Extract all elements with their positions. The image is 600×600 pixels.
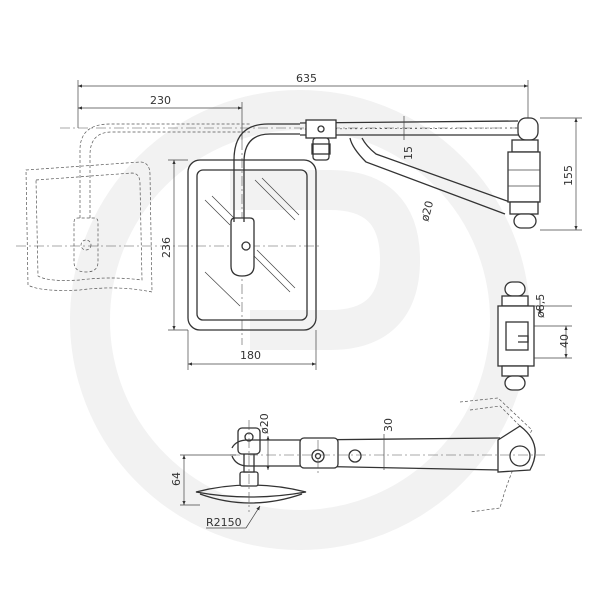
dimension-mirror-height-label: 236 (160, 237, 173, 258)
mirror-head (187, 159, 317, 331)
clamp-detail-view: ø8,5 40 (497, 281, 572, 391)
dimension-mirror-width-label: 180 (240, 349, 261, 362)
side-view: ø20 30 64 R2150 (170, 397, 545, 529)
dimension-arm-length: 30 (382, 418, 395, 470)
dimension-head-depth-label: 64 (170, 472, 183, 486)
diagonal-stay (349, 137, 511, 215)
dimension-arm-height-label: 15 (402, 146, 415, 160)
dimension-overall-width-label: 635 (296, 72, 317, 85)
dimension-arm-length-label: 30 (382, 418, 395, 432)
dimension-head-depth: 64 (170, 454, 236, 506)
dimension-bracket-height: 155 (540, 117, 582, 231)
dimension-bolt-diameter-label: ø8,5 (534, 294, 547, 318)
mirror-alternate-position (25, 123, 250, 293)
support-arm (233, 119, 519, 222)
dimension-tube-diameter-label: ø20 (418, 199, 436, 222)
dimension-mirror-width: 180 (187, 330, 317, 370)
dimension-glass-radius-label: R2150 (206, 516, 242, 529)
dimension-bracket-height-label: 155 (562, 165, 575, 186)
dimension-arm-height: 15 (402, 116, 415, 160)
dimension-tube-diameter: ø20 (418, 199, 436, 222)
top-view: 635 230 (16, 72, 582, 370)
dimension-overall-width: 635 (77, 72, 529, 128)
dimension-mirror-height: 236 (160, 159, 188, 331)
dimension-glass-radius: R2150 (206, 505, 261, 529)
support-arm-side (230, 420, 545, 512)
mounting-bracket (507, 117, 541, 229)
dimension-arm-offset-label: 230 (150, 94, 171, 107)
dimension-mount-diameter-label: ø20 (258, 413, 271, 434)
dimension-mount-diameter: ø20 (258, 413, 271, 470)
dimension-clamp-height-label: 40 (558, 334, 571, 348)
mirror-clamp (230, 217, 255, 277)
